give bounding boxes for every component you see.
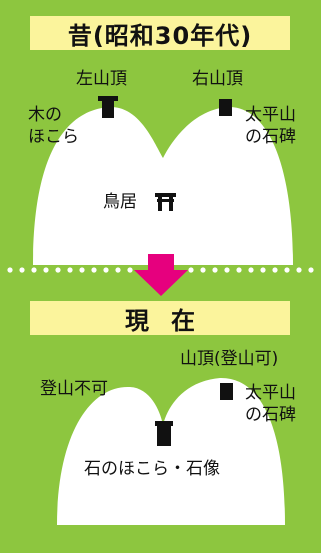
left-shrine-label-line1: 木の [28, 105, 62, 125]
left-peak-label: 左山頂 [76, 69, 127, 89]
left-shrine-icon [102, 100, 114, 118]
right-stone-icon [219, 99, 232, 116]
past-mountain-diagram [33, 96, 293, 266]
past-mountain-shape [33, 106, 293, 266]
past-title: 昔(昭和30年代) [30, 16, 290, 50]
past-panel: 昔(昭和30年代) 左山頂 右山頂 木の ほこら 太平山 の石碑 鳥居 [28, 16, 296, 266]
down-arrow-icon [134, 254, 188, 296]
present-panel: 現在 山頂(登山可) 登山不可 太平山 の石碑 石のほこら・石像 [0, 285, 321, 553]
torii-label: 鳥居 [103, 192, 137, 212]
right-peak-label: 右山頂 [192, 69, 243, 89]
present-stone-label-line2: の石碑 [245, 405, 296, 425]
transition-separator [7, 267, 314, 273]
present-right-stone-icon [220, 383, 233, 400]
summit-status-label: 山頂(登山可) [180, 349, 279, 369]
right-stone-label-line2: の石碑 [245, 127, 296, 147]
torii-icon [155, 193, 176, 211]
right-stone-label-line1: 太平山 [245, 105, 296, 125]
present-title: 現在 [30, 301, 290, 335]
present-mountain-shape [57, 377, 285, 525]
present-mountain-diagram [57, 377, 285, 525]
stone-shrine-label: 石のほこら・石像 [84, 459, 220, 479]
no-climbing-label: 登山不可 [40, 379, 108, 399]
stone-shrine-icon [157, 426, 171, 446]
dotted-line [7, 267, 314, 273]
present-stone-label-line1: 太平山 [245, 383, 296, 403]
left-shrine-label-line2: ほこら [28, 127, 79, 147]
